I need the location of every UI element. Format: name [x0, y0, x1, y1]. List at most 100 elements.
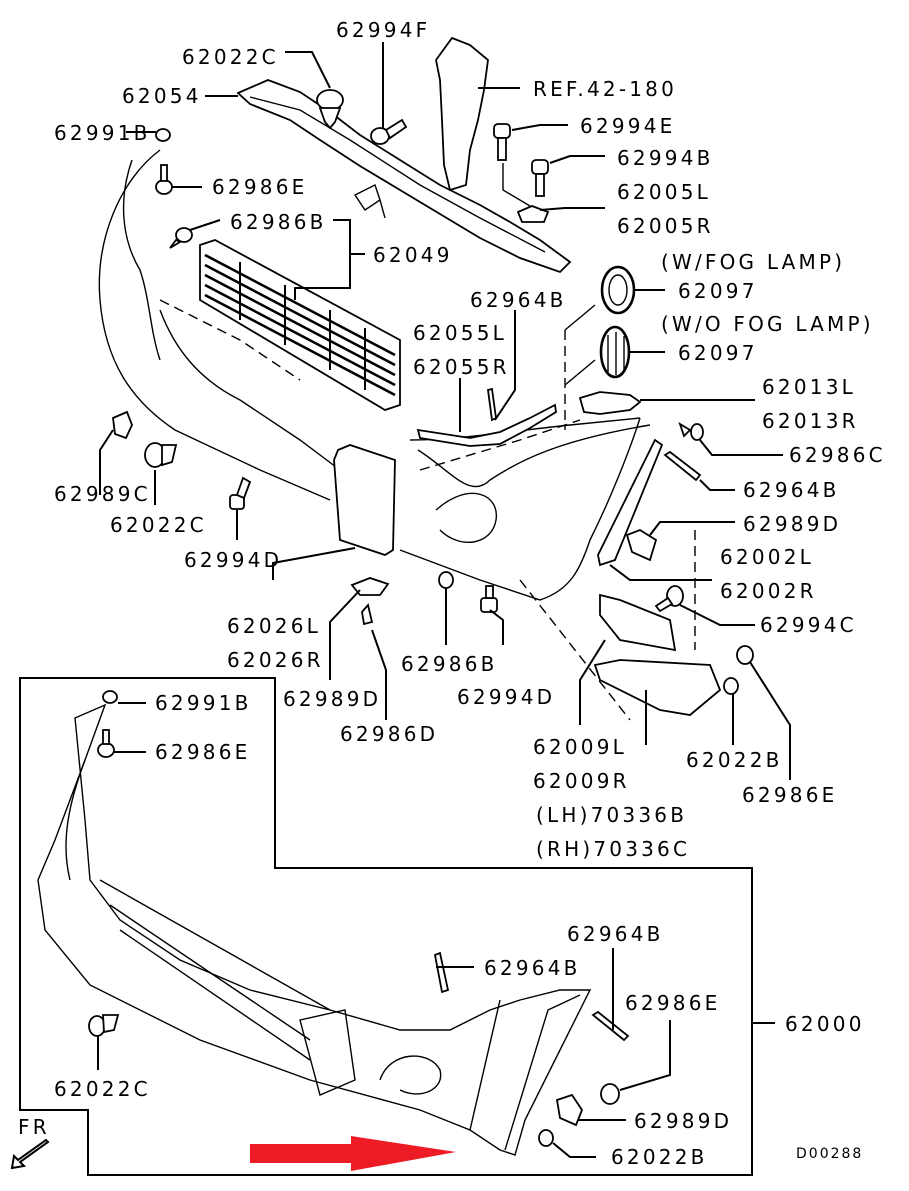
grille-62049 [199, 239, 401, 411]
callout-62009R: 62009R [533, 769, 630, 793]
bolt-62994C-icon [654, 585, 684, 613]
callout-62986E: 62986E [212, 175, 308, 199]
clip-62022B-right-icon [723, 677, 739, 695]
bumper-bracket-62009-icon [593, 593, 722, 716]
callout-62097-with-fog: 62097 [678, 279, 758, 303]
reinforcement-bar-62054 [236, 79, 572, 274]
callout-62097-without-fog: 62097 [678, 341, 758, 365]
callout-62964B-box1: 62964B [484, 956, 581, 980]
callout-62002R: 62002R [720, 579, 817, 603]
moulding-62055-icon [416, 403, 557, 447]
fog-lamp-bezel-with-lamp-icon [600, 265, 636, 315]
callout-62994C: 62994C [760, 613, 857, 637]
callout-ref-42-180: REF.42-180 [533, 77, 678, 101]
callout-62989D-right: 62989D [743, 512, 842, 536]
front-direction-arrow-icon [10, 1138, 50, 1170]
clip-62989D-mid-icon [350, 577, 390, 596]
callout-62986E-box: 62986E [155, 740, 251, 764]
clip-62989D-box-icon [555, 1093, 584, 1127]
callout-62986B-mid: 62986B [401, 652, 498, 676]
side-retainer-62002-icon [597, 438, 664, 567]
clip-62991B-icon [155, 128, 171, 142]
leader-lines-box [97, 702, 671, 1158]
callout-62991B: 62991B [54, 121, 151, 145]
rivet-62964B-box-icon [433, 951, 450, 994]
rivet-62964B-box2-icon [591, 1010, 630, 1042]
callout-62013L: 62013L [762, 375, 856, 399]
clip-62989C-icon [112, 410, 133, 440]
callout-70336C-rh: (RH)70336C [536, 837, 691, 861]
complete-bumper-62000 [37, 703, 592, 1156]
clip-62989D-icon [625, 528, 658, 562]
callout-70336B-lh: (LH)70336B [536, 803, 688, 827]
callout-62991B-box: 62991B [155, 691, 252, 715]
callout-62022C-mid: 62022C [110, 513, 207, 537]
end-cap-62026-icon [333, 444, 396, 556]
callout-62026L: 62026L [227, 614, 321, 638]
callout-62055R: 62055R [413, 355, 510, 379]
callout-62964B-box2: 62964B [567, 922, 664, 946]
callout-62002L: 62002L [720, 545, 814, 569]
rivet-62964B-right-icon [663, 450, 702, 482]
callout-62989D-box: 62989D [634, 1109, 733, 1133]
bolt-62994D-left-icon [229, 476, 252, 510]
clip-62022C-icon [316, 89, 344, 130]
callout-62986B: 62986B [230, 210, 327, 234]
callout-62026R: 62026R [227, 648, 324, 672]
clip-62991B-box-icon [102, 690, 118, 704]
screw-62986D-icon [361, 603, 374, 626]
callout-62964B-right: 62964B [743, 478, 840, 502]
callout-62022C: 62022C [182, 45, 279, 69]
clip-62022C-mid-icon [144, 442, 178, 468]
bolt-62994D-mid-icon [480, 585, 498, 613]
front-direction-label: FR [18, 1115, 50, 1139]
screw-62986B-icon [169, 227, 193, 249]
guide-line [519, 579, 631, 721]
screw-62986E-right-icon [736, 645, 754, 665]
bolt-62994B-icon [531, 159, 549, 197]
callout-62994D-left: 62994D [184, 548, 283, 572]
callout-62005L: 62005L [617, 180, 711, 204]
callout-62009L: 62009L [533, 735, 627, 759]
callout-62994B: 62994B [617, 146, 714, 170]
note-without-fog-lamp: (W/O FOG LAMP) [661, 312, 874, 336]
drawing-code: D00288 [796, 1146, 864, 1162]
callout-62994F: 62994F [336, 18, 431, 42]
callout-62964B: 62964B [470, 288, 567, 312]
callout-62986E-box2: 62986E [625, 991, 721, 1015]
callout-62989C: 62989C [54, 482, 151, 506]
screw-62986C-icon [678, 421, 704, 441]
callout-62005R: 62005R [617, 214, 714, 238]
callout-62989D-mid: 62989D [283, 687, 382, 711]
leader-lines-upper [99, 42, 791, 780]
clip-62022C-box-icon [88, 1014, 120, 1037]
screw-62986B-mid-icon [438, 571, 454, 589]
callout-62986C: 62986C [789, 443, 886, 467]
bolt-62994F-icon [370, 118, 408, 145]
fog-lamp-cover-without-lamp-icon [599, 325, 631, 379]
bracket-62005-icon [516, 205, 550, 223]
callout-62986E-right: 62986E [742, 783, 838, 807]
screw-62986E-box2-icon [600, 1083, 620, 1105]
callout-62022C-box: 62022C [54, 1077, 151, 1101]
callout-62022B-box: 62022B [611, 1145, 708, 1169]
assembly-box-outline [19, 677, 753, 1176]
callout-62049: 62049 [373, 243, 453, 267]
callout-62055L: 62055L [413, 321, 507, 345]
callout-62994E: 62994E [580, 114, 676, 138]
highlight-arrow-icon [250, 1136, 456, 1171]
rivet-62964B-icon [487, 387, 497, 422]
callout-62054: 62054 [122, 84, 202, 108]
callout-62013R: 62013R [762, 409, 859, 433]
note-with-fog-lamp: (W/FOG LAMP) [661, 250, 846, 274]
bolt-62994E-icon [493, 123, 511, 161]
callout-62000: 62000 [785, 1012, 865, 1036]
callout-62022B-right: 62022B [686, 748, 783, 772]
ref-bracket-outline [435, 36, 489, 192]
bracket-62013-icon [578, 391, 642, 415]
callout-62994D-mid: 62994D [457, 685, 556, 709]
screw-62986E-icon [155, 164, 173, 195]
callout-62986D: 62986D [340, 722, 439, 746]
